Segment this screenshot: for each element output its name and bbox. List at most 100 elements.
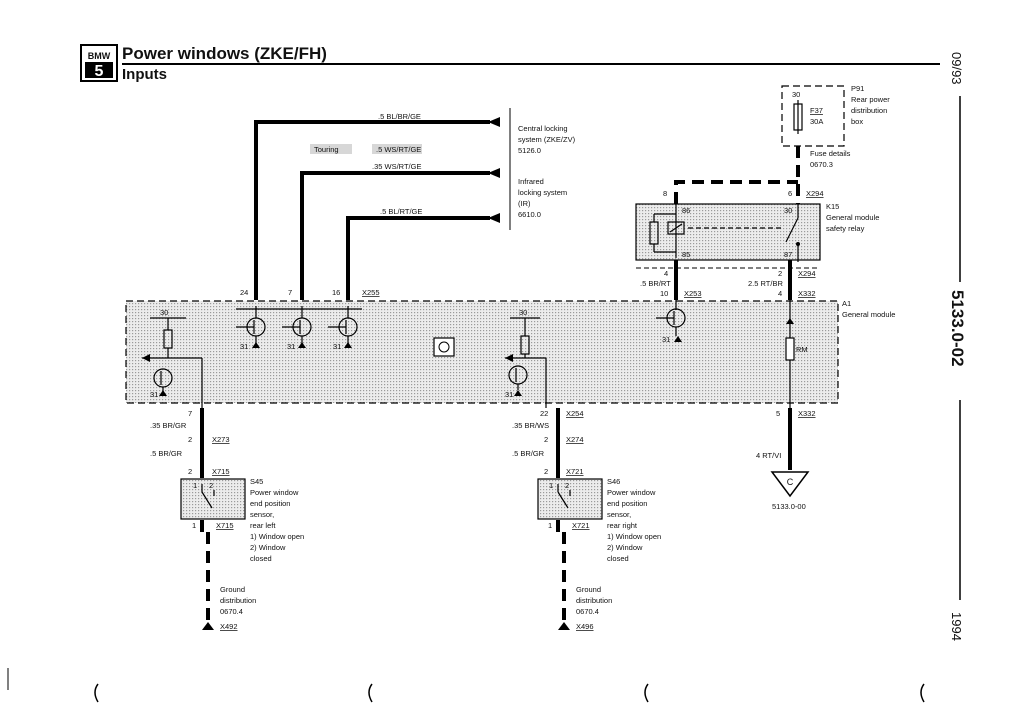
s45-desc: S45 Power window end position sensor, re…	[250, 477, 304, 563]
svg-text:10: 10	[660, 289, 668, 298]
module-symbol-circle	[438, 341, 450, 353]
svg-text:General module: General module	[826, 213, 879, 222]
left-arrow	[142, 354, 150, 362]
wire-label-3: .5 BL/RT/GE	[380, 207, 422, 216]
pin-16: 16	[332, 288, 340, 297]
sensor-s45-switch	[201, 484, 215, 509]
svg-text:30: 30	[784, 206, 792, 215]
right-output-stage	[505, 317, 547, 408]
svg-text:5126.0: 5126.0	[518, 146, 541, 155]
touring-wire-tag	[372, 144, 422, 154]
svg-text:end position: end position	[250, 499, 290, 508]
svg-text:2: 2	[778, 269, 782, 278]
wire-label-2b: .35 WS/RT/GE	[372, 162, 421, 171]
side-info: 09/93 5133.0-02 1994	[948, 52, 967, 641]
right-arrow	[505, 354, 513, 362]
svg-text:2: 2	[544, 435, 548, 444]
page-subtitle: Inputs	[122, 66, 167, 83]
right-ground-ref: Ground distribution 0670.4	[576, 585, 612, 616]
ground-31-a: 31	[240, 342, 248, 351]
svg-text:X274: X274	[566, 435, 584, 444]
svg-text:2) Window: 2) Window	[607, 543, 643, 552]
relay-box	[635, 203, 821, 261]
svg-text:6610.0: 6610.0	[518, 210, 541, 219]
svg-text:2: 2	[188, 435, 192, 444]
top-wires	[254, 120, 490, 300]
general-module-box	[125, 300, 839, 404]
right-pin-30: 30	[519, 308, 527, 317]
module-symbol-icon	[433, 337, 455, 357]
svg-text:rear left: rear left	[250, 521, 276, 530]
svg-text:1) Window open: 1) Window open	[607, 532, 661, 541]
rm-arrow	[786, 318, 794, 324]
svg-text:2: 2	[209, 481, 213, 490]
fuse-rating: 30A	[810, 117, 823, 126]
svg-text:5: 5	[776, 409, 780, 418]
svg-text:locking system: locking system	[518, 188, 567, 197]
svg-text:2: 2	[544, 467, 548, 476]
wire-label-1: .5 BL/BR/GE	[378, 112, 421, 121]
svg-text:X492: X492	[220, 622, 238, 631]
left-pin-30: 30	[160, 308, 168, 317]
svg-text:X294: X294	[798, 269, 816, 278]
svg-text:system (ZKE/ZV): system (ZKE/ZV)	[518, 135, 576, 144]
wire-bl-br-ge	[254, 120, 490, 300]
module-name: General module	[842, 310, 895, 319]
svg-text:Fuse details: Fuse details	[810, 149, 851, 158]
svg-text:X715: X715	[216, 521, 234, 530]
pin-24: 24	[240, 288, 248, 297]
svg-text:5133.0-00: 5133.0-00	[772, 502, 806, 511]
fuse-box	[781, 85, 845, 147]
svg-text:Ground: Ground	[576, 585, 601, 594]
left-output-stage	[142, 317, 203, 408]
svg-text:S45: S45	[250, 477, 263, 486]
svg-text:2: 2	[565, 481, 569, 490]
conn-x255: X255	[362, 288, 380, 297]
svg-text:85: 85	[682, 250, 690, 259]
module-id: A1	[842, 299, 851, 308]
relay-pin-6: 6	[788, 189, 792, 198]
svg-text:C: C	[787, 477, 794, 487]
svg-text:22: 22	[540, 409, 548, 418]
relay-supply-wire	[674, 180, 798, 204]
relay-conn-x294: X294	[806, 189, 824, 198]
fuse-id: P91	[851, 84, 864, 93]
header: BMW 5 Power windows (ZKE/FH) Inputs	[80, 44, 940, 83]
left-ground-icon	[202, 622, 214, 630]
binder-marks	[94, 683, 925, 703]
relay-name: K15	[826, 202, 839, 211]
fuse-name: F37	[810, 106, 823, 115]
svg-text:end position: end position	[607, 499, 647, 508]
svg-text:86: 86	[682, 206, 690, 215]
svg-text:.5 BR/GR: .5 BR/GR	[512, 449, 545, 458]
relay-internals	[649, 204, 799, 262]
svg-text:0670.4: 0670.4	[220, 607, 243, 616]
touring-label: Touring	[314, 145, 339, 154]
svg-text:2.5 RT/BR: 2.5 RT/BR	[748, 279, 783, 288]
right-ground-31: 31	[505, 390, 513, 399]
svg-text:Infrared: Infrared	[518, 177, 544, 186]
svg-text:4 RT/VI: 4 RT/VI	[756, 451, 781, 460]
sensor-s46	[537, 478, 603, 520]
ground-marks	[159, 336, 682, 396]
svg-text:X254: X254	[566, 409, 584, 418]
bmw-logo	[80, 44, 118, 82]
brand-badge	[85, 62, 113, 78]
side-date: 09/93	[949, 52, 964, 85]
side-doc-id: 5133.0-02	[948, 290, 967, 367]
svg-text:Power window: Power window	[250, 488, 299, 497]
svg-text:1: 1	[193, 481, 197, 490]
side-year: 1994	[949, 612, 964, 641]
svg-text:rear right: rear right	[607, 521, 638, 530]
svg-text:87: 87	[784, 250, 792, 259]
svg-text:sensor,: sensor,	[250, 510, 274, 519]
svg-text:safety relay: safety relay	[826, 224, 865, 233]
svg-text:S46: S46	[607, 477, 620, 486]
svg-text:.35 BR/GR: .35 BR/GR	[150, 421, 187, 430]
wire-bl-rt-ge	[346, 216, 490, 300]
ground-31-c: 31	[333, 342, 341, 351]
svg-text:box: box	[851, 117, 863, 126]
svg-text:X253: X253	[684, 289, 702, 298]
pin-7: 7	[288, 288, 292, 297]
svg-text:X332: X332	[798, 409, 816, 418]
